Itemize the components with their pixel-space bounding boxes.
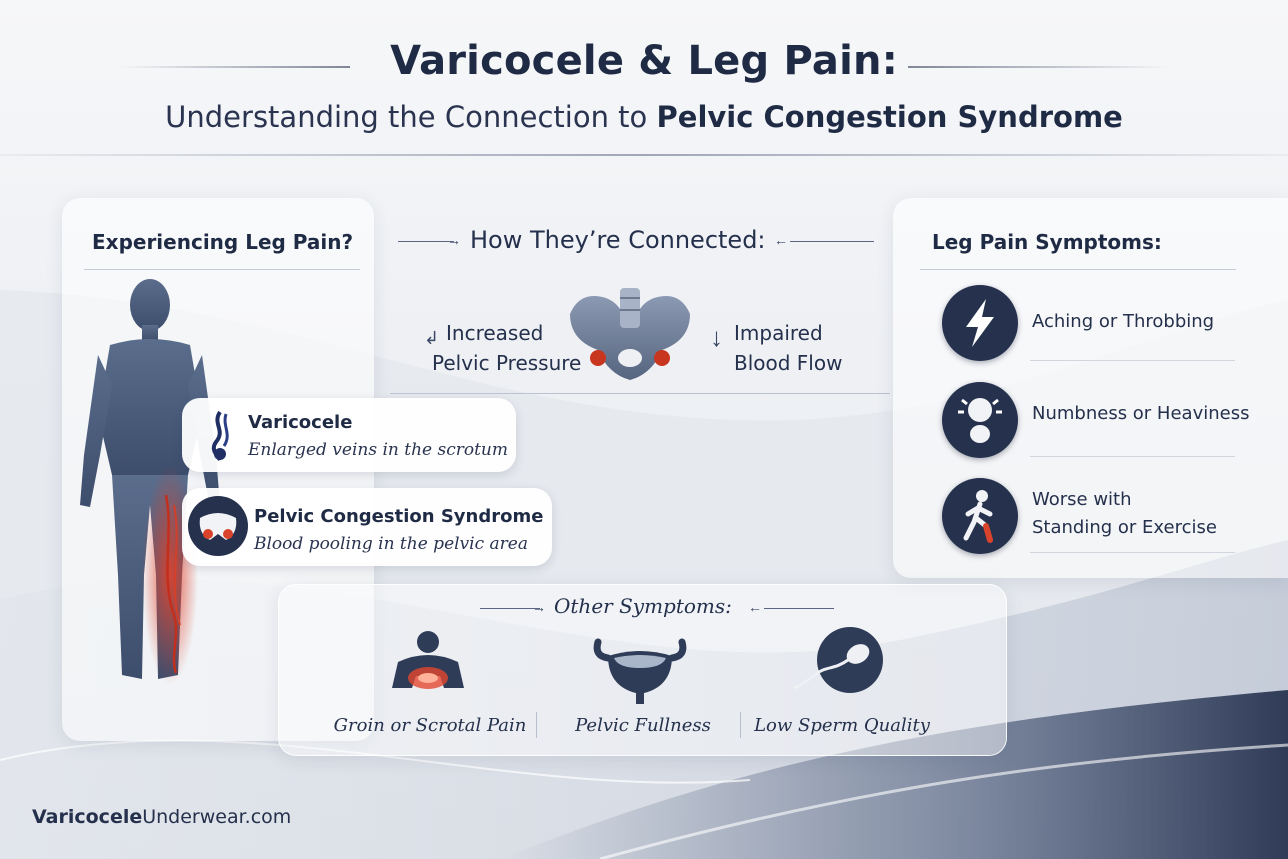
- header-divider: [0, 154, 1288, 156]
- other-line-right: [764, 608, 834, 609]
- varicocele-desc: Enlarged veins in the scrotum: [248, 440, 509, 460]
- footer-brand-rest: Underwear.com: [142, 806, 292, 828]
- right-panel-heading: Leg Pain Symptoms:: [932, 230, 1162, 254]
- arrow-left-icon: ←: [774, 232, 788, 248]
- walking-icon: [942, 478, 1018, 554]
- pcs-callout: Pelvic Congestion Syndrome Blood pooling…: [182, 488, 552, 566]
- left-panel-heading: Experiencing Leg Pain?: [92, 230, 354, 254]
- subtitle-prefix: Understanding the Connection to: [165, 100, 648, 134]
- arrow-right-icon: →: [447, 232, 461, 248]
- right-panel-underline: [920, 269, 1236, 270]
- symptom-3-line2: Standing or Exercise: [1032, 517, 1217, 538]
- lightning-icon: [942, 285, 1018, 361]
- symptom-divider: [1030, 360, 1235, 361]
- other-line-left: [480, 608, 540, 609]
- human-figure-illustration: [80, 279, 220, 685]
- connection-heading: How They’re Connected:: [470, 226, 766, 254]
- flow-down-arrow-icon: ↓: [710, 322, 723, 352]
- connection-line-right: [790, 241, 874, 242]
- varicocele-callout: Varicocele Enlarged veins in the scrotum: [182, 398, 516, 472]
- other-symptoms-heading: Other Symptoms:: [554, 594, 732, 618]
- bladder-icon: [593, 638, 687, 704]
- sperm-icon: [793, 627, 883, 693]
- pelvis-bone-icon: [570, 288, 690, 380]
- other-symptom-1-label: Groin or Scrotal Pain: [333, 715, 527, 736]
- subtitle-emphasis: Pelvic Congestion Syndrome: [656, 100, 1123, 134]
- title-rule-left: [120, 66, 350, 68]
- vein-icon: [211, 410, 229, 462]
- pressure-line1: Increased: [446, 321, 544, 345]
- page-title: Varicocele & Leg Pain:: [390, 38, 898, 84]
- footer-brand-bold: Varicocele: [32, 806, 143, 828]
- other-separator: [536, 712, 537, 738]
- flow-line2: Blood Flow: [734, 351, 843, 375]
- arrow-right-icon: →: [532, 599, 546, 615]
- page-subtitle: Understanding the Connection to Pelvic C…: [0, 100, 1288, 134]
- pressure-line2: Pelvic Pressure: [432, 351, 582, 375]
- other-separator: [740, 712, 741, 738]
- symptom-3-line1: Worse with: [1032, 489, 1132, 510]
- left-panel-underline: [84, 269, 360, 270]
- pcs-title: Pelvic Congestion Syndrome: [254, 506, 544, 527]
- connection-line-left: [398, 241, 454, 242]
- groin-pain-icon: [392, 631, 464, 689]
- pressure-arrow-icon: ↲: [424, 328, 440, 348]
- symptom-divider: [1030, 456, 1235, 457]
- symptom-divider: [1030, 552, 1235, 553]
- title-rule-right: [908, 66, 1168, 68]
- flow-line1: Impaired: [734, 321, 823, 345]
- footer-brand[interactable]: VaricoceleUnderwear.com: [32, 806, 291, 828]
- symptom-1-text: Aching or Throbbing: [1032, 311, 1215, 332]
- other-symptom-3-label: Low Sperm Quality: [754, 715, 930, 736]
- arrow-left-icon: ←: [748, 599, 762, 615]
- connection-divider: [390, 393, 890, 394]
- varicocele-title: Varicocele: [248, 412, 353, 433]
- symptom-2-text: Numbness or Heaviness: [1032, 403, 1250, 424]
- pelvis-icon: [188, 496, 248, 556]
- pcs-desc: Blood pooling in the pelvic area: [254, 534, 528, 554]
- knee-icon: [942, 382, 1018, 458]
- other-symptom-2-label: Pelvic Fullness: [575, 715, 711, 736]
